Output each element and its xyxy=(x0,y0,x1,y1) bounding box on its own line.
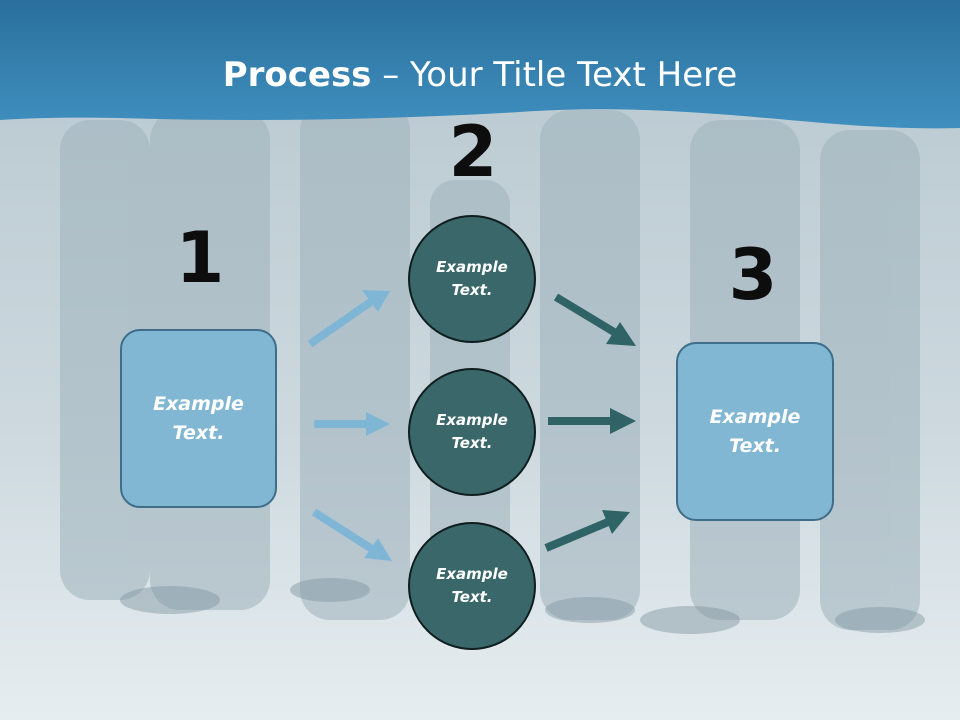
step-2-circle-top: Example Text. xyxy=(408,215,536,343)
circle-bottom-text: Example Text. xyxy=(436,563,508,609)
arrow-to-top-head xyxy=(362,290,390,312)
title-rest: – Your Title Text Here xyxy=(371,55,738,95)
arrow-top-to-right-head xyxy=(606,322,636,346)
arrow-bottom-to-right-head xyxy=(602,510,630,534)
circle-middle-line1: Example xyxy=(436,411,508,429)
circle-middle-text: Example Text. xyxy=(436,409,508,455)
step-1-text-line2: Text. xyxy=(172,421,225,444)
circle-bottom-line1: Example xyxy=(436,565,508,583)
arrow-middle-to-right-head xyxy=(610,408,636,434)
title-bold: Process xyxy=(222,55,372,95)
circle-top-line2: Text. xyxy=(451,281,493,299)
title-band xyxy=(0,0,960,129)
step-2-circle-middle: Example Text. xyxy=(408,368,536,496)
slide-title: Process – Your Title Text Here xyxy=(0,52,960,98)
circle-top-line1: Example xyxy=(436,258,508,276)
step-1-text-line1: Example xyxy=(153,392,244,415)
step-number-1: 1 xyxy=(175,217,225,299)
step-3-text-line1: Example xyxy=(709,405,801,428)
step-3-text: Example Text. xyxy=(710,403,801,461)
step-3-text-line2: Text. xyxy=(729,434,781,457)
step-2-circle-bottom: Example Text. xyxy=(408,522,536,650)
circle-bottom-line2: Text. xyxy=(451,588,493,606)
step-number-3: 3 xyxy=(728,234,778,316)
arrow-top-to-right xyxy=(553,293,617,336)
circle-middle-line2: Text. xyxy=(451,434,493,452)
step-1-box: Example Text. xyxy=(120,329,277,508)
circle-top-text: Example Text. xyxy=(436,256,508,302)
arrow-to-middle-head xyxy=(366,412,390,436)
arrow-bottom-to-right xyxy=(544,518,610,552)
arrow-to-top xyxy=(307,297,375,348)
step-1-text: Example Text. xyxy=(153,390,244,448)
step-number-2: 2 xyxy=(448,111,498,193)
arrow-to-bottom xyxy=(311,508,375,553)
step-3-box: Example Text. xyxy=(676,342,834,521)
arrow-to-bottom-head xyxy=(364,538,392,561)
